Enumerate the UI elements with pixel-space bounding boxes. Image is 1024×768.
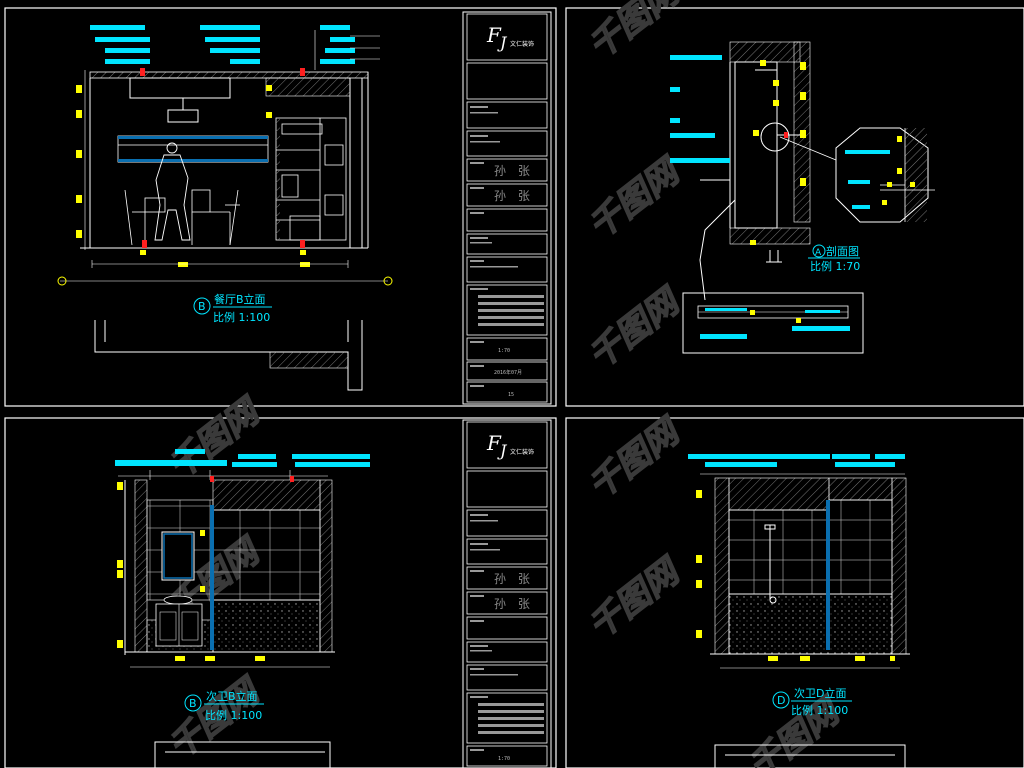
svg-text:F: F: [486, 431, 502, 455]
drawer-name: 孙 张: [494, 597, 534, 611]
view-title: 次卫B立面: [206, 689, 258, 703]
scale-value: 1:70: [498, 756, 510, 762]
view-marker-letter: A: [815, 248, 822, 258]
svg-text:J: J: [497, 441, 508, 460]
view-scale: 比例 1:100: [213, 310, 270, 324]
watermark-text: 千图网: [581, 410, 690, 507]
designer-name: 孙 张: [494, 164, 534, 178]
view-title: 次卫D立面: [794, 686, 846, 700]
view-scale: 比例 1:100: [205, 708, 262, 722]
watermark-text: 千图网: [581, 150, 690, 247]
view-marker-letter: B: [198, 300, 206, 313]
designer-name: 孙 张: [494, 572, 534, 586]
title-block-top: F J 文仁装饰: [462, 11, 552, 405]
svg-text:F: F: [486, 23, 502, 47]
annotation-tags: [90, 25, 355, 64]
sheet-frame-bottom-left: [4, 417, 557, 768]
view-marker: [184, 694, 202, 712]
bath-b-elevation-drawing: B 次卫B立面 比例 1:100: [115, 449, 370, 768]
sheet-frame-top-left: [4, 7, 557, 407]
view-marker-letter: B: [189, 697, 197, 710]
logo-text: 文仁装饰: [510, 40, 534, 48]
company-logo: F J 文仁装饰: [486, 23, 534, 52]
watermark-text: 千图网: [161, 390, 270, 487]
view-marker: [772, 691, 790, 709]
drawer-name: 孙 张: [494, 189, 534, 203]
watermark-text: 千图网: [581, 550, 690, 647]
company-logo: F J 文仁装饰: [486, 431, 534, 460]
sheet-frame-bottom-right: [565, 417, 1024, 768]
bath-d-elevation-drawing: D 次卫D立面 比例 1:100: [688, 454, 910, 768]
section-detail-drawing: A 剖面图 比例 1:70: [670, 41, 935, 354]
view-scale: 比例 1:70: [810, 259, 860, 273]
view-marker: [812, 244, 826, 258]
watermark-text: 千图网: [581, 280, 690, 377]
person-figure: [154, 142, 191, 241]
view-title: 剖面图: [826, 244, 859, 258]
drawing-date: 2016年07月: [494, 369, 522, 376]
view-marker-letter: D: [777, 694, 785, 707]
view-title: 餐厅B立面: [214, 292, 266, 306]
scale-value: 1:70: [498, 348, 510, 354]
dining-elevation-drawing: B 餐厅B立面 比例 1:100: [57, 25, 393, 391]
sheet-frames: [4, 7, 1024, 768]
page-number: 15: [508, 392, 514, 398]
svg-text:J: J: [497, 33, 508, 52]
logo-text: 文仁装饰: [510, 448, 534, 456]
sheet-frame-top-right: [565, 7, 1024, 407]
view-scale: 比例 1:100: [791, 703, 848, 717]
title-block-bottom: F J 文仁装饰 孙 张 孙 张 1: [462, 419, 552, 768]
view-marker: [193, 297, 211, 315]
